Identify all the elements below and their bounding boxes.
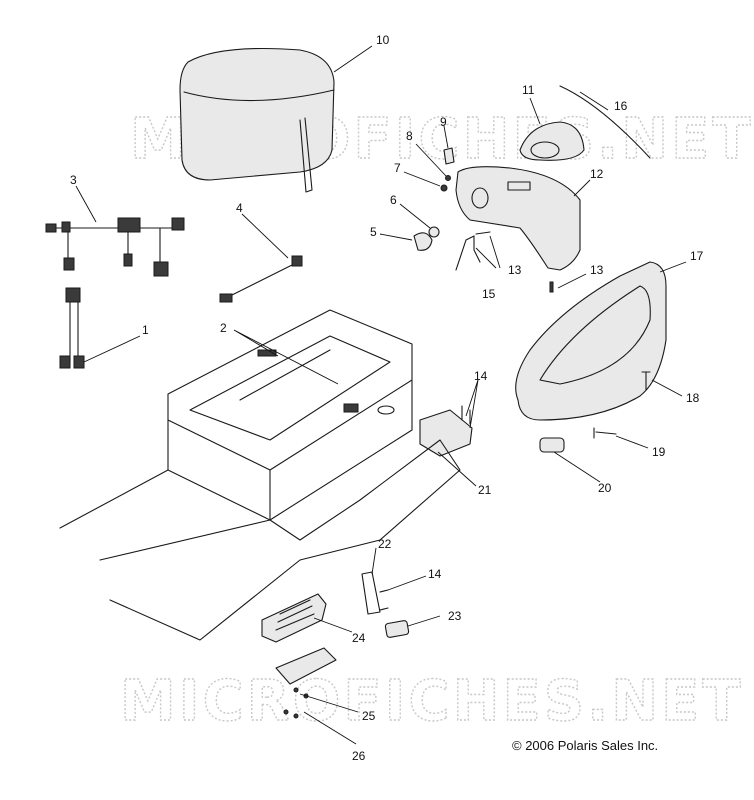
- grommet-20: [539, 437, 565, 453]
- grommet: [428, 226, 440, 238]
- callout-12: 12: [590, 167, 604, 181]
- callout-16: 16: [614, 99, 628, 113]
- callout-14-middle: 14: [474, 369, 488, 383]
- seat-cushion: [179, 47, 335, 193]
- small-harness: [219, 255, 303, 303]
- step-plate: [275, 647, 337, 719]
- callout-6: 6: [390, 193, 397, 207]
- callout-24: 24: [352, 631, 366, 645]
- washer: [440, 184, 448, 192]
- pin: [549, 281, 554, 293]
- pad: [384, 620, 410, 638]
- callout-14-upper: 13: [508, 263, 522, 277]
- mount-bracket: [419, 405, 473, 457]
- callout-2: 2: [220, 321, 227, 335]
- headlight: [519, 121, 585, 161]
- chassis-tunnel: [59, 309, 461, 641]
- foot-step: [261, 593, 327, 643]
- clip: [443, 147, 455, 165]
- callout-11: 11: [522, 83, 535, 97]
- callout-8: 8: [406, 129, 413, 143]
- callout-21: 21: [478, 483, 492, 497]
- copyright-notice: © 2006 Polaris Sales Inc.: [512, 738, 658, 753]
- wiring-harness: [45, 217, 185, 277]
- callout-5: 5: [370, 225, 377, 239]
- watermark-bottom: MICROFICHES.NET: [120, 669, 744, 734]
- callout-13: 13: [590, 263, 604, 277]
- callout-17: 17: [690, 249, 704, 263]
- callout-1: 1: [142, 323, 149, 337]
- trim-strip: [559, 85, 651, 159]
- knob: [413, 232, 433, 251]
- callout-18: 18: [686, 391, 700, 405]
- screw-lower-a: [379, 589, 389, 593]
- callout-25: 25: [362, 709, 376, 723]
- nut: [445, 175, 451, 181]
- callout-3: 3: [70, 173, 77, 187]
- callout-9: 9: [440, 115, 447, 129]
- screw-upper: [475, 231, 491, 235]
- callout-26: 26: [352, 749, 366, 763]
- callout-7: 7: [394, 161, 401, 175]
- cable: [59, 287, 85, 369]
- hood-housing: [455, 166, 581, 271]
- strap: [361, 571, 381, 615]
- callout-23: 23: [448, 609, 462, 623]
- screw-lower-b: [379, 607, 389, 611]
- callout-22: 22: [378, 537, 392, 551]
- callout-19: 19: [652, 445, 666, 459]
- callout-15: 15: [482, 287, 496, 301]
- callout-14-lower: 14: [428, 567, 442, 581]
- callout-10: 10: [376, 33, 390, 47]
- bolt-19: [593, 427, 617, 439]
- side-panel: [515, 261, 667, 421]
- callout-20: 20: [598, 481, 612, 495]
- bracket-rod: [455, 235, 481, 271]
- callout-4: 4: [236, 201, 243, 215]
- callouts: 10 3 4 1 2 5 6 7 8 9 11 16 12 13 15 13 1…: [70, 33, 704, 763]
- screw-18: [641, 371, 651, 391]
- leader-lines: [75, 45, 687, 745]
